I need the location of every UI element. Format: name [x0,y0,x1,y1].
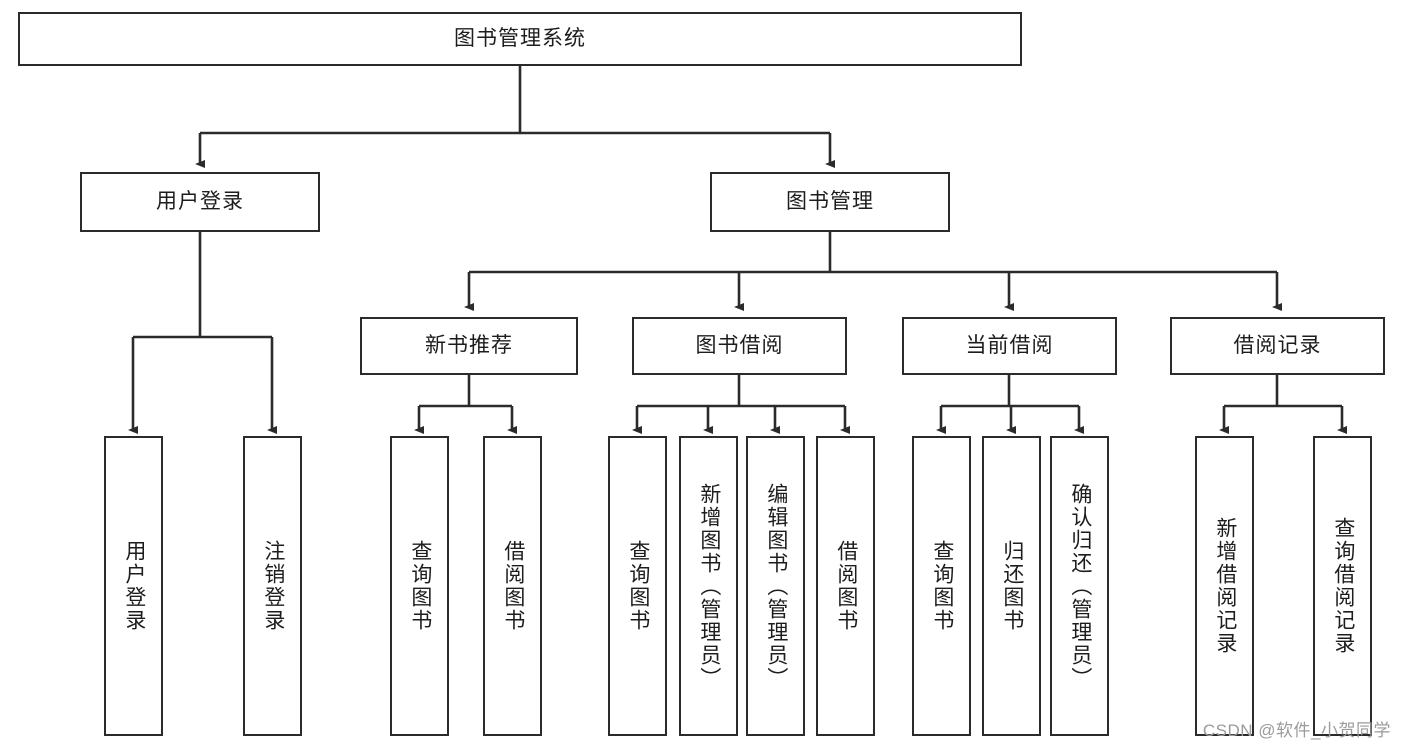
leaf-borrow-book-2-label: 借阅图书 [834,540,858,632]
node-borrow-record-label: 借阅记录 [1233,334,1322,358]
leaf-add-book[interactable]: 新增图书（管理员） [679,436,738,736]
node-root-label: 图书管理系统 [454,27,586,51]
node-current-borrow-label: 当前借阅 [965,334,1054,358]
leaf-borrow-book-1[interactable]: 借阅图书 [483,436,542,736]
node-borrow-record[interactable]: 借阅记录 [1170,317,1385,375]
leaf-confirm-return[interactable]: 确认归还（管理员） [1050,436,1109,736]
leaf-borrow-book-2[interactable]: 借阅图书 [816,436,875,736]
leaf-query-record-label: 查询借阅记录 [1331,517,1355,655]
leaf-query-book-2-label: 查询图书 [626,540,650,632]
leaf-user-login-label: 用户登录 [122,540,146,632]
leaf-query-record[interactable]: 查询借阅记录 [1313,436,1372,736]
leaf-add-record-label: 新增借阅记录 [1213,517,1237,655]
node-root[interactable]: 图书管理系统 [18,12,1022,66]
leaf-logout-login[interactable]: 注销登录 [243,436,302,736]
csdn-watermark: CSDN @软件_小贺同学 [1202,721,1391,740]
leaf-edit-book-label: 编辑图书（管理员） [764,482,788,690]
leaf-add-book-label: 新增图书（管理员） [697,482,721,690]
leaf-return-book[interactable]: 归还图书 [982,436,1041,736]
leaf-query-book-2[interactable]: 查询图书 [608,436,667,736]
node-new-book-rec[interactable]: 新书推荐 [360,317,578,375]
leaf-edit-book[interactable]: 编辑图书（管理员） [746,436,805,736]
leaf-confirm-return-label: 确认归还（管理员） [1068,482,1092,690]
node-new-book-rec-label: 新书推荐 [425,334,513,358]
leaf-return-book-label: 归还图书 [1000,540,1024,632]
leaf-borrow-book-1-label: 借阅图书 [501,540,525,632]
leaf-query-book-3[interactable]: 查询图书 [912,436,971,736]
node-book-manage[interactable]: 图书管理 [710,172,950,232]
leaf-query-book-1-label: 查询图书 [408,540,432,632]
leaf-query-book-3-label: 查询图书 [930,540,954,632]
node-book-borrow[interactable]: 图书借阅 [632,317,847,375]
leaf-logout-login-label: 注销登录 [261,540,285,632]
leaf-user-login[interactable]: 用户登录 [104,436,163,736]
node-book-manage-label: 图书管理 [786,190,874,214]
leaf-add-record[interactable]: 新增借阅记录 [1195,436,1254,736]
node-current-borrow[interactable]: 当前借阅 [902,317,1117,375]
node-book-borrow-label: 图书借阅 [695,334,784,358]
leaf-query-book-1[interactable]: 查询图书 [390,436,449,736]
node-user-login[interactable]: 用户登录 [80,172,320,232]
node-user-login-label: 用户登录 [156,190,244,214]
